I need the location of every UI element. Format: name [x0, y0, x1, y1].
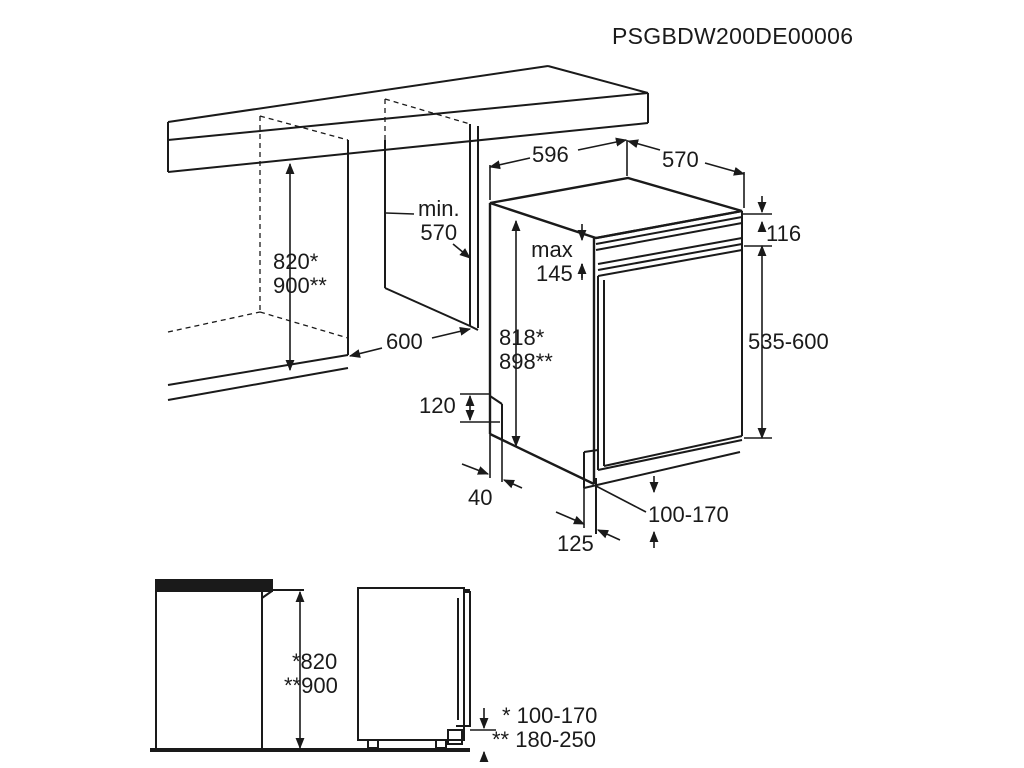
foot-adjust-label: 100-170	[648, 502, 729, 527]
dishwasher-door	[490, 211, 742, 534]
foot-range-1-label: * 100-170	[502, 703, 598, 728]
appliance-height-label: 818* 898**	[499, 326, 553, 374]
dishwasher-body	[490, 178, 742, 484]
reference-code: PSGBDW200DE00006	[612, 23, 854, 49]
side-cabinet-height-label: *820 **900	[284, 650, 338, 698]
cabinet-height-line2: 900**	[273, 273, 327, 298]
worktop	[168, 66, 648, 172]
panel-gap-line2: 145	[536, 261, 573, 286]
niche-width-label: 600	[386, 329, 423, 354]
niche-depth-line2: 570	[420, 220, 458, 245]
side-view-foot-dimension	[470, 708, 496, 763]
niche-depth-line1: min.	[418, 196, 460, 221]
appliance-height-line1: 818*	[499, 325, 545, 350]
door-panel-height-label: 535-600	[748, 329, 829, 354]
panel-gap-line1: max	[531, 237, 573, 262]
side-cabinet-height-line2: **900	[284, 673, 338, 698]
side-view-dishwasher	[357, 587, 471, 749]
cabinet-height-label: 820* 900**	[273, 250, 327, 298]
plinth-depth-label: 125	[557, 531, 594, 556]
foot-range-2-label: ** 180-250	[492, 727, 596, 752]
plinth-offset-label: 40	[468, 485, 493, 510]
appliance-width-label: 596	[532, 142, 569, 167]
cabinet-height-line1: 820*	[273, 249, 319, 274]
cabinet-niche	[168, 124, 478, 400]
dimension-lines	[285, 137, 772, 548]
hidden-edges	[168, 99, 470, 338]
niche-depth-label: min. 570	[418, 197, 460, 245]
appliance-depth-label: 570	[662, 147, 699, 172]
plinth-height-label: 120	[419, 393, 456, 418]
side-cabinet-height-line1: *820	[292, 649, 338, 674]
appliance-height-line2: 898**	[499, 349, 553, 374]
panel-gap-label: max 145	[530, 238, 573, 286]
top-offset-label: 116	[766, 221, 802, 246]
side-view-cabinet	[150, 579, 470, 750]
